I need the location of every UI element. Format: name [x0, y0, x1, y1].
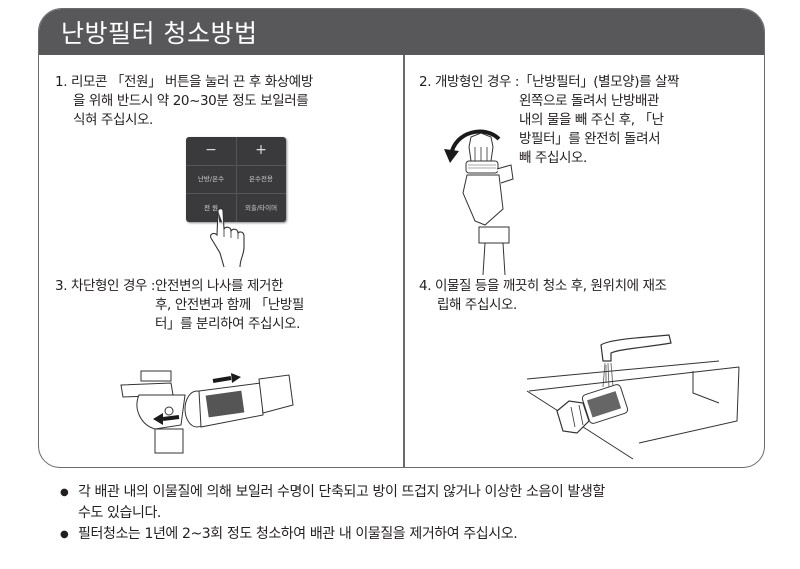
- arrow-right-icon: [231, 373, 241, 383]
- arrow-left-icon: [153, 413, 163, 425]
- pointing-hand-icon: [210, 208, 245, 268]
- note-text: 필터청소는 1년에 2~3회 정도 청소하여 배관 내 이물질을 제거하여 주십…: [78, 526, 518, 542]
- bullet-icon: ●: [60, 529, 69, 540]
- step-1: 1. 리모콘 「전원」 버튼을 눌러 끈 후 화상예방 을 위해 반드시 약 2…: [55, 73, 385, 130]
- step-2-text: 「난방필터」(별모양)를 살짝 왼쪽으로 돌려서 난방배관 내의 물을 빼 주신…: [519, 74, 680, 166]
- step-3-label: 3. 차단형인 경우 :: [55, 278, 156, 294]
- note-text: 각 배관 내의 이물질에 의해 보일러 수명이 단축되고 방이 뜨겁지 않거나 …: [78, 484, 605, 521]
- plus-button: +: [236, 137, 286, 166]
- minus-button: −: [186, 137, 237, 166]
- column-divider: [403, 55, 405, 467]
- notes-list: ● 각 배관 내의 이물질에 의해 보일러 수명이 단축되고 방이 뜨겁지 않거…: [60, 482, 770, 545]
- counterclockwise-arrow-icon: [444, 149, 459, 163]
- step-3-text: 안전변의 나사를 제거한 후, 안전변과 함께 「난방필 터」를 분리하여 주십…: [155, 278, 304, 332]
- sink-washing-illustration: [526, 334, 740, 460]
- safety-valve-filter-illustration: [120, 370, 294, 454]
- away-timer-button: 외출/타이머: [244, 204, 278, 212]
- filter-rotate-illustration: [444, 129, 514, 276]
- remote-panel: − + 난방/온수 온수전용 전 원 외출/타이머: [186, 137, 286, 222]
- step-2: 2. 개방형인 경우 : 「난방필터」(별모양)를 살짝 왼쪽으로 돌려서 난방…: [419, 73, 759, 168]
- power-button: 전 원: [186, 194, 237, 222]
- step-1-line-1: 1. 리모콘 「전원」 버튼을 눌러 끈 후 화상예방: [55, 74, 313, 90]
- step-1-line-3: 식혀 주십시오.: [73, 112, 153, 128]
- note-item: ● 각 배관 내의 이물질에 의해 보일러 수명이 단축되고 방이 뜨겁지 않거…: [60, 482, 770, 524]
- step-3: 3. 차단형인 경우 : 안전변의 나사를 제거한 후, 안전변과 함께 「난방…: [55, 277, 395, 334]
- instruction-panel: 난방필터 청소방법 1. 리모콘 「전원」 버튼을 눌러 끈 후 화상예방 을 …: [38, 8, 765, 468]
- step-4: 4. 이물질 등을 깨끗히 청소 후, 원위치에 재조 립해 주십시오.: [419, 277, 759, 315]
- heating-water-button: 난방/온수: [186, 166, 237, 194]
- step-4-line-1: 4. 이물질 등을 깨끗히 청소 후, 원위치에 재조: [419, 278, 667, 294]
- step-4-line-2: 립해 주십시오.: [437, 297, 517, 313]
- step-2-label: 2. 개방형인 경우 :: [419, 74, 520, 90]
- page-title: 난방필터 청소방법: [61, 19, 258, 48]
- hot-water-only-button: 온수전용: [236, 166, 286, 194]
- step-1-line-2: 을 위해 반드시 약 20~30분 정도 보일러를: [73, 93, 309, 109]
- bullet-icon: ●: [60, 487, 69, 498]
- note-item: ● 필터청소는 1년에 2~3회 정도 청소하여 배관 내 이물질을 제거하여 …: [60, 524, 770, 545]
- remote-control-illustration: − + 난방/온수 온수전용 전 원 외출/타이머: [186, 137, 290, 268]
- title-bar: 난방필터 청소방법: [39, 9, 764, 55]
